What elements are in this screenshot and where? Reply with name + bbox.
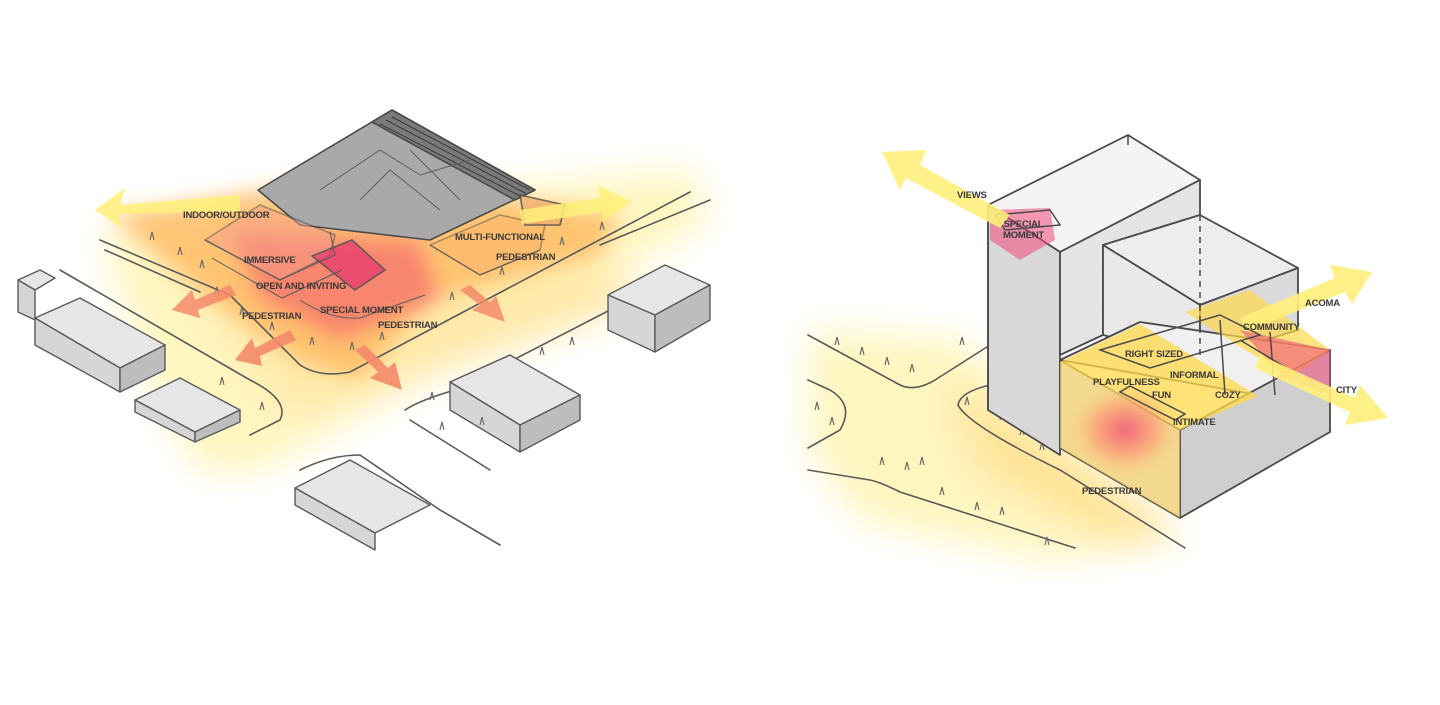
- arrow-city: [1255, 355, 1388, 425]
- label-multi-functional: MULTI-FUNCTIONAL: [455, 232, 546, 243]
- right-arrows: [882, 150, 1388, 425]
- label-special-moment-line1: SPECIAL: [1003, 219, 1044, 230]
- arrow-sw-1: [172, 285, 236, 318]
- label-pedestrian-right: PEDESTRIAN: [1082, 486, 1142, 497]
- right-building-details: [987, 135, 1291, 421]
- label-immersive: IMMERSIVE: [244, 255, 296, 266]
- arrow-east: [520, 185, 632, 224]
- right-streets: [807, 334, 1186, 549]
- label-playfulness: PLAYFULNESS: [1093, 377, 1160, 388]
- label-pedestrian-left-b: PEDESTRIAN: [378, 320, 438, 331]
- label-acoma: ACOMA: [1305, 298, 1340, 309]
- roof-details: [319, 149, 471, 211]
- arrow-se-2: [460, 285, 505, 322]
- label-informal: INFORMAL: [1170, 370, 1219, 381]
- roof-hatching: [379, 116, 531, 197]
- label-cozy: COZY: [1215, 390, 1241, 401]
- label-special-moment-left: SPECIAL MOMENT: [320, 305, 404, 316]
- label-pedestrian-left-a: PEDESTRIAN: [242, 311, 302, 322]
- label-open-and-inviting: OPEN AND INVITING: [256, 281, 347, 292]
- right-diagram: [807, 134, 1388, 560]
- arrow-acoma: [1240, 265, 1372, 330]
- label-indoor-outdoor: INDOOR/OUTDOOR: [183, 210, 270, 221]
- label-fun: FUN: [1152, 390, 1171, 401]
- label-right-sized: RIGHT SIZED: [1125, 349, 1183, 360]
- left-main-building: [204, 109, 566, 291]
- left-diagram: [17, 109, 711, 551]
- label-special-moment-right: SPECIAL MOMENT: [1003, 219, 1044, 241]
- label-city: CITY: [1336, 385, 1357, 396]
- arrow-west: [95, 188, 240, 228]
- label-community: COMMUNITY: [1243, 322, 1300, 333]
- label-pedestrian-left-c: PEDESTRIAN: [496, 252, 556, 263]
- left-terrace-outlines: [204, 231, 541, 319]
- left-context-buildings: [17, 264, 711, 551]
- arrow-se-1: [355, 345, 402, 390]
- left-arrows: [95, 185, 632, 390]
- label-views: VIEWS: [957, 190, 987, 201]
- label-intimate: INTIMATE: [1173, 417, 1216, 428]
- arrow-sw-2: [235, 330, 296, 366]
- label-special-moment-line2: MOMENT: [1003, 230, 1045, 241]
- arrow-views: [882, 150, 1010, 228]
